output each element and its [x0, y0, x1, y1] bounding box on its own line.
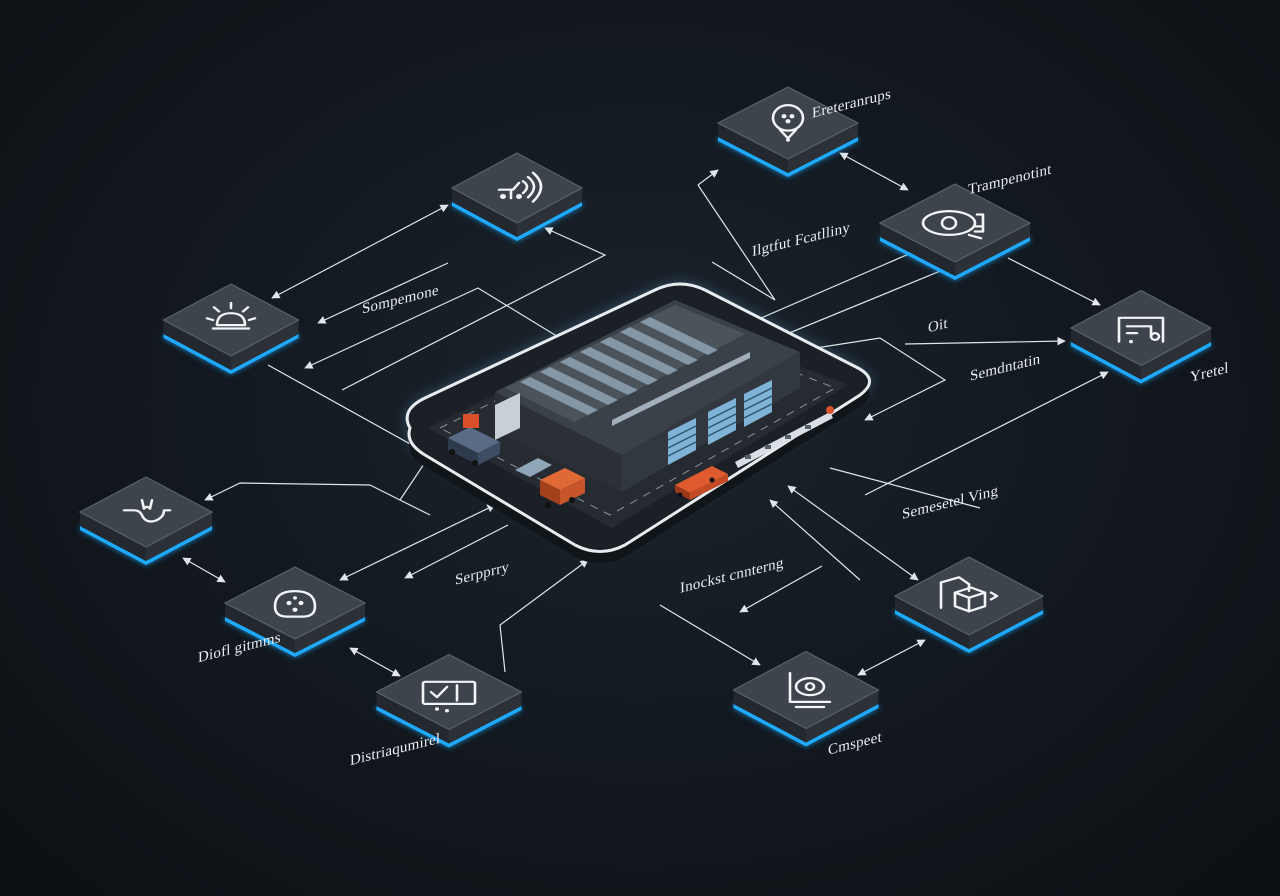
truck-left: [448, 414, 500, 466]
tile-forklift: [1069, 289, 1213, 384]
tile-gear-burst: [162, 283, 300, 374]
forklift-icon: [1117, 316, 1165, 344]
connector-lines: [182, 152, 1109, 677]
sensor-face-icon: [273, 589, 317, 618]
map-pin-icon: [771, 104, 805, 142]
warehouse-platform: [405, 282, 871, 564]
truck-right: [675, 466, 728, 500]
tile-signal-hand: [450, 152, 584, 241]
tile-crane-box: [893, 556, 1045, 653]
tile-hook-tool: [78, 476, 214, 565]
hook-tool-icon: [122, 498, 172, 523]
tile-target-cycle: [878, 183, 1032, 280]
target-cycle-icon: [921, 209, 985, 240]
tile-checklist: [375, 653, 523, 748]
checklist-icon: [421, 680, 477, 713]
tile-scanner-device: [732, 650, 880, 747]
scanner-device-icon: [788, 671, 832, 709]
tile-map-pin: [716, 86, 860, 177]
tile-layer: [78, 86, 1213, 748]
tile-sensor-face: [223, 566, 367, 657]
truck-center: [515, 458, 585, 508]
signal-hand-icon: [497, 171, 543, 203]
gear-burst-icon: [205, 301, 257, 330]
crane-box-icon: [939, 576, 999, 613]
